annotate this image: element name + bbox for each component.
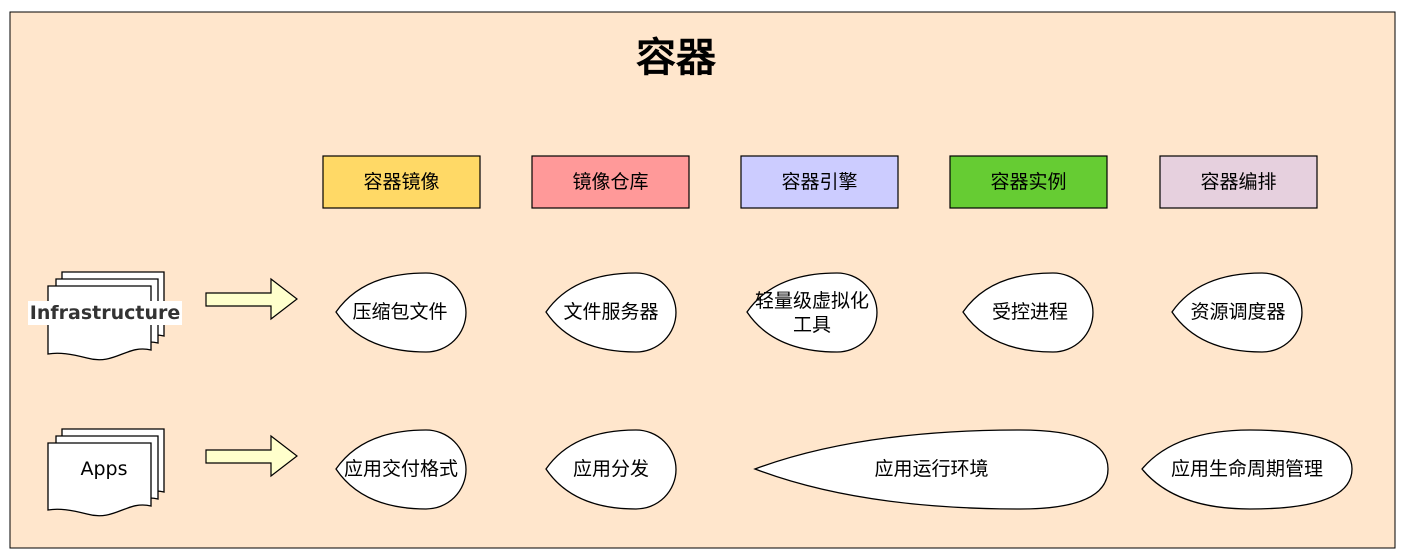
header-box-image-registry <box>531 155 690 209</box>
item-lightweight-virtualization: 轻量级虚拟化 工具 <box>754 290 869 336</box>
header-label-container-instance: 容器实例 <box>990 171 1067 193</box>
row-label-infrastructure: Infrastructure <box>27 301 183 325</box>
item-app-runtime-environment: 应用运行环境 <box>874 458 989 480</box>
item-app-lifecycle-management: 应用生命周期管理 <box>1170 458 1323 480</box>
header-label-image-registry: 镜像仓库 <box>572 171 649 193</box>
arrow-apps <box>205 434 298 478</box>
item-app-delivery-format: 应用交付格式 <box>343 458 458 480</box>
page-title: 容器 <box>636 35 716 81</box>
arrow-infrastructure <box>205 277 298 321</box>
shape-compressed-file <box>335 272 467 353</box>
item-controlled-process: 受控进程 <box>991 301 1068 323</box>
row-label-wrapper-infrastructure: Infrastructure <box>27 296 183 330</box>
item-resource-scheduler: 资源调度器 <box>1190 301 1286 323</box>
shape-file-server <box>545 272 677 353</box>
item-app-distribution: 应用分发 <box>572 458 649 480</box>
header-box-container-instance <box>949 155 1108 209</box>
shape-app-distribution <box>545 429 677 510</box>
shape-app-delivery-format <box>335 429 467 510</box>
shape-resource-scheduler <box>1171 272 1303 353</box>
header-box-container-engine <box>740 155 899 209</box>
shape-lightweight-virtualization <box>746 272 878 353</box>
row-label-apps: Apps <box>80 458 128 480</box>
header-label-container-image: 容器镜像 <box>363 171 440 193</box>
shape-app-runtime-environment <box>753 429 1109 510</box>
item-file-server: 文件服务器 <box>563 301 659 323</box>
document-stack-apps <box>47 428 165 517</box>
shape-app-lifecycle-management <box>1141 429 1353 510</box>
row-label-wrapper-apps: Apps <box>48 452 160 486</box>
header-label-container-orchestration: 容器编排 <box>1200 171 1277 193</box>
item-compressed-file: 压缩包文件 <box>352 301 448 323</box>
header-label-container-engine: 容器引擎 <box>781 171 858 193</box>
header-box-container-image <box>322 155 481 209</box>
shape-controlled-process <box>962 272 1094 353</box>
header-box-container-orchestration <box>1159 155 1318 209</box>
